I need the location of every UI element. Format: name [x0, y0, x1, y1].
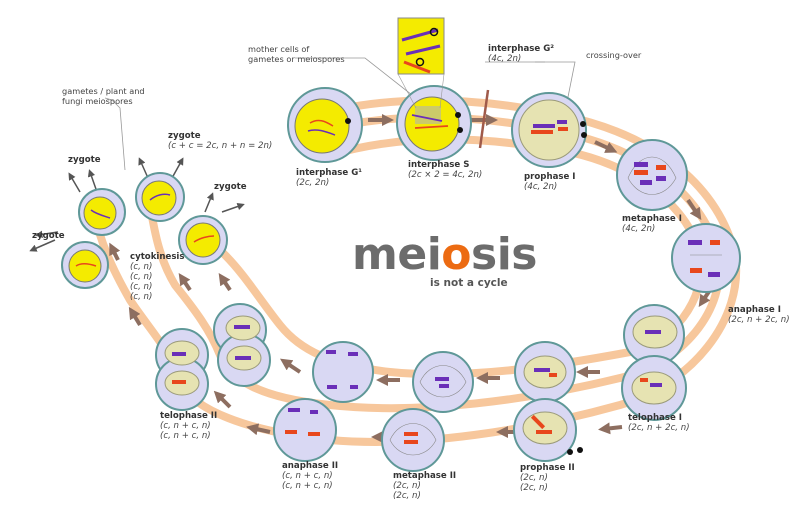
cell-interphase-g1 — [287, 87, 363, 163]
label-anaphase-1: anaphase I(2c, n + 2c, n) — [728, 305, 790, 325]
diagram-title: meiosis — [352, 229, 537, 280]
label-zygote-2: zygote — [214, 182, 247, 192]
label-zygote-1: zygote — [68, 155, 101, 165]
label-interphase-s: interphase S(2c × 2 = 4c, 2n) — [408, 160, 483, 180]
callout-crossing-over: crossing-over — [586, 50, 642, 60]
cell-anaphase-1 — [671, 223, 741, 293]
callout-lines — [104, 57, 576, 171]
label-prophase-1: prophase I(4c, 2n) — [524, 172, 576, 192]
cell-anaphase-2-lower — [273, 398, 337, 462]
cell-telophase-2-upper — [213, 303, 271, 387]
cell-prophase-2-lower — [513, 398, 583, 462]
label-interphase-g1: interphase G¹(2c, 2n) — [296, 168, 363, 188]
cell-telophase-1 — [621, 304, 687, 421]
zygote-arrows — [29, 157, 245, 252]
cell-prophase-1 — [511, 92, 587, 168]
label-prophase-2: prophase II(2c, n)(2c, n) — [520, 463, 575, 493]
cell-prophase-2-upper — [514, 341, 576, 403]
cell-interphase-s — [396, 85, 472, 161]
label-anaphase-2: anaphase II(c, n + c, n)(c, n + c, n) — [282, 461, 339, 491]
cell-metaphase-1 — [616, 139, 688, 211]
cell-anaphase-2-upper — [312, 341, 374, 403]
label-cytokinesis: cytokinesis(c, n)(c, n)(c, n)(c, n) — [130, 252, 185, 302]
diagram-subtitle: is not a cycle — [430, 277, 508, 289]
cell-metaphase-2-upper — [412, 351, 474, 413]
g2-marker — [478, 89, 490, 149]
cell-metaphase-2-lower — [381, 408, 445, 472]
label-interphase-g2: interphase G²(4c, 2n) — [488, 44, 555, 64]
zoom-inset — [397, 17, 445, 109]
label-metaphase-2: metaphase II(2c, n)(2c, n) — [393, 471, 457, 501]
label-zygote-3: zygote — [32, 231, 65, 241]
cell-telophase-2-lower — [155, 328, 209, 411]
label-telophase-1: telophase I(2c, n + 2c, n) — [628, 413, 690, 433]
label-metaphase-1: metaphase I(4c, 2n) — [622, 214, 682, 234]
label-telophase-2: telophase II(c, n + c, n)(c, n + c, n) — [160, 411, 218, 441]
label-zygote-main: zygote(c + c = 2c, n + n = 2n) — [168, 131, 273, 151]
gamete-cells — [61, 172, 228, 289]
